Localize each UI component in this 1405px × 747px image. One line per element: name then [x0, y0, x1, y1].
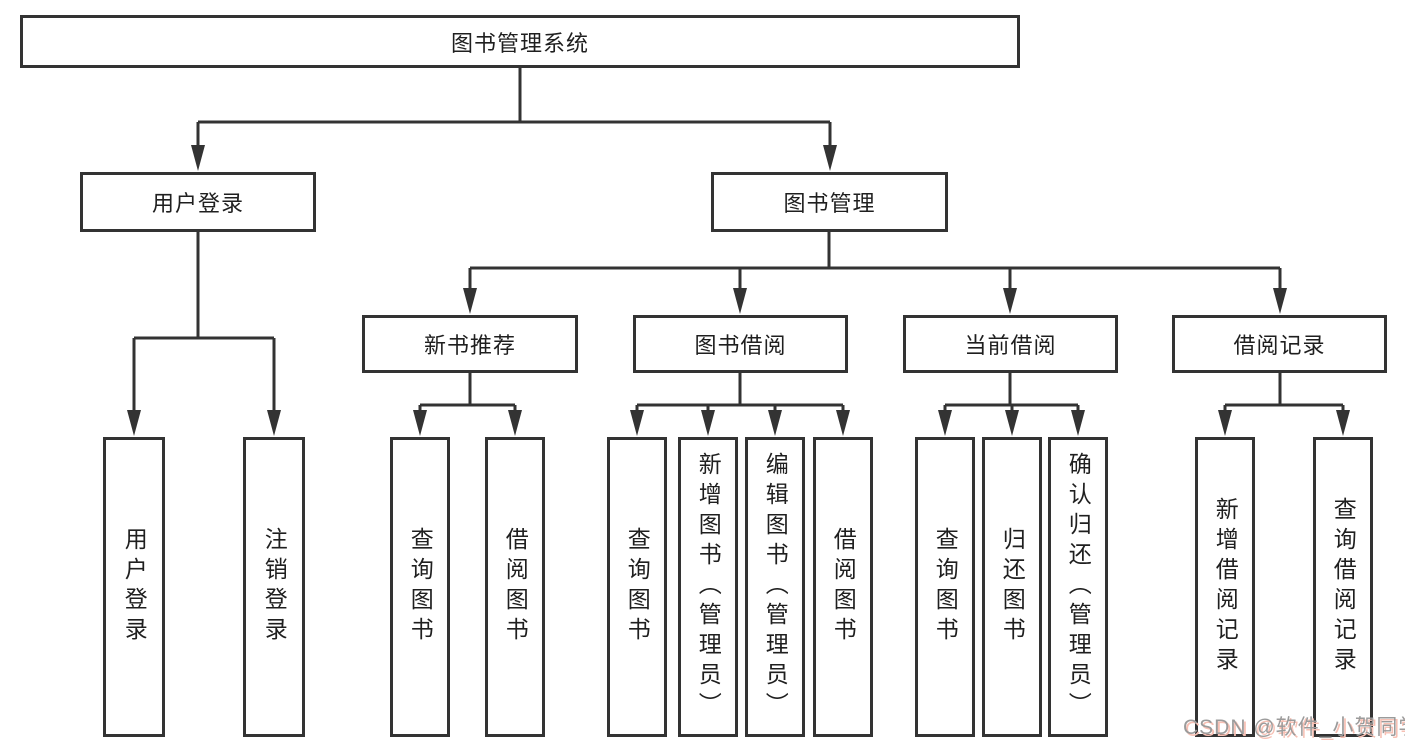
node-label: 新增图书（管理员）: [695, 452, 722, 722]
node-label: 用户登录: [151, 191, 244, 216]
node-label: 图书管理系统: [450, 30, 589, 56]
node-label: 注销登录: [261, 527, 288, 647]
leaf-logout-login: 注销登录: [243, 437, 305, 737]
watermark: CSDN @软件_小贺同学: [1183, 716, 1405, 739]
node-book-borrowing: 图书借阅: [633, 315, 848, 373]
node-label: 借阅图书: [502, 527, 529, 647]
node-label: 图书借阅: [694, 333, 787, 358]
node-label: 查询图书: [932, 527, 959, 647]
leaf-return-books: 归还图书: [982, 437, 1042, 737]
node-current-borrowing: 当前借阅: [903, 315, 1118, 373]
leaf-add-borrow-record: 新增借阅记录: [1195, 437, 1255, 737]
leaf-borrow-books-recommend: 借阅图书: [485, 437, 545, 737]
node-new-book-recommend: 新书推荐: [362, 315, 578, 373]
node-book-management: 图书管理: [711, 172, 948, 232]
node-root-system: 图书管理系统: [20, 15, 1020, 68]
leaf-edit-books-admin: 编辑图书（管理员）: [745, 437, 805, 737]
node-label: 查询借阅记录: [1330, 497, 1357, 677]
node-label: 新增借阅记录: [1212, 497, 1239, 677]
node-label: 图书管理: [783, 191, 876, 216]
node-label: 查询图书: [407, 527, 434, 647]
node-label: 借阅记录: [1233, 333, 1326, 358]
leaf-add-books-admin: 新增图书（管理员）: [678, 437, 738, 737]
node-label: 当前借阅: [964, 333, 1057, 358]
node-label: 新书推荐: [423, 333, 516, 358]
node-label: 借阅图书: [830, 527, 857, 647]
node-label: 归还图书: [999, 527, 1026, 647]
node-label: 用户登录: [121, 527, 148, 647]
node-label: 查询图书: [624, 527, 651, 647]
leaf-borrow-books-borrowing: 借阅图书: [813, 437, 873, 737]
node-borrowing-records: 借阅记录: [1172, 315, 1387, 373]
leaf-query-books-current: 查询图书: [915, 437, 975, 737]
node-user-login-group: 用户登录: [80, 172, 316, 232]
node-label: 确认归还（管理员）: [1065, 452, 1092, 722]
leaf-query-books-recommend: 查询图书: [390, 437, 450, 737]
leaf-user-login: 用户登录: [103, 437, 165, 737]
node-label: 编辑图书（管理员）: [762, 452, 789, 722]
leaf-confirm-return-admin: 确认归还（管理员）: [1048, 437, 1108, 737]
leaf-query-books-borrowing: 查询图书: [607, 437, 667, 737]
leaf-query-borrow-record: 查询借阅记录: [1313, 437, 1373, 737]
